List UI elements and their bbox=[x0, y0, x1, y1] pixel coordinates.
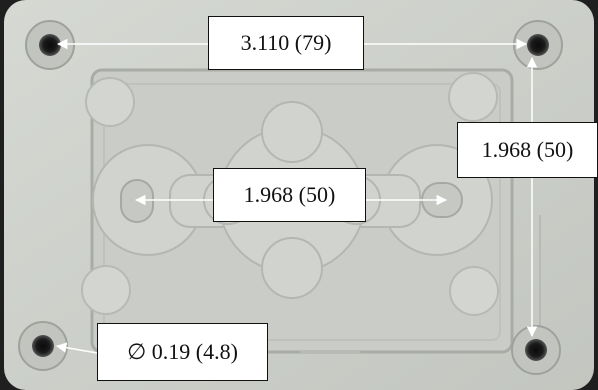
screw-hole bbox=[18, 321, 68, 371]
screw-hole bbox=[511, 325, 561, 375]
center-width-label: 1.968 (50) bbox=[213, 168, 366, 222]
corner-post bbox=[449, 266, 499, 316]
screw-hole bbox=[25, 20, 75, 70]
screw-hole bbox=[513, 20, 563, 70]
corner-post bbox=[85, 77, 135, 127]
top-width-label: 3.110 (79) bbox=[208, 16, 364, 70]
hole-diameter-arrow bbox=[55, 342, 98, 354]
corner-post bbox=[81, 265, 131, 315]
right-height-label: 1.968 (50) bbox=[457, 122, 598, 178]
corner-post bbox=[448, 72, 498, 122]
hole-diameter-label: ∅ 0.19 (4.8) bbox=[97, 323, 268, 381]
mounting-slot bbox=[120, 179, 154, 223]
